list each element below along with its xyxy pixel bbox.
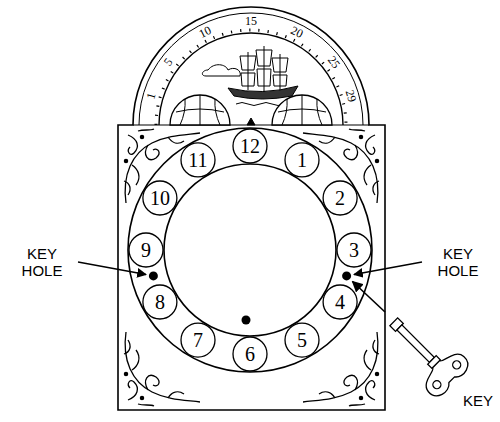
hour-numeral: 8 (143, 292, 177, 312)
lunar-day-number: 10 (191, 21, 218, 42)
hemisphere-grid (278, 95, 326, 125)
key-bow-hole (431, 379, 442, 390)
key-bow (418, 346, 472, 400)
leader-arrow (354, 262, 422, 275)
lunar-day-number: 29 (342, 83, 360, 109)
ship-sail (256, 50, 272, 86)
hour-numeral: 11 (181, 150, 215, 170)
numeral-circle (285, 323, 319, 357)
hemisphere-grid (176, 95, 224, 125)
moon-pointer (247, 118, 255, 125)
ship-sail (240, 56, 256, 86)
dial-plate (118, 7, 385, 410)
cloud (202, 65, 240, 76)
numeral-circle (323, 181, 357, 215)
lunar-day-number: 5 (156, 49, 180, 75)
lunar-day-number: 15 (239, 15, 263, 27)
key-hole (149, 271, 158, 280)
leader-arrow (353, 282, 386, 313)
numeral-circle (143, 285, 177, 319)
numeral-circle (323, 285, 357, 319)
waves (236, 103, 284, 106)
hour-numeral: 7 (181, 330, 215, 350)
winding-key (376, 304, 472, 400)
callout-label: KEY (458, 392, 498, 409)
hour-numeral: 6 (233, 344, 267, 364)
hour-numeral: 10 (143, 188, 177, 208)
lunar-day-number: 1 (142, 83, 160, 109)
hour-numeral: 1 (285, 150, 319, 170)
leader-arrow (78, 262, 146, 275)
key-shaft (397, 325, 434, 362)
chapter-ring-outer (128, 128, 372, 372)
numeral-circle (233, 129, 267, 163)
arch-inner-line (139, 13, 363, 125)
hour-numeral: 2 (323, 188, 357, 208)
moon-aperture (159, 33, 343, 125)
numeral-circle (181, 323, 215, 357)
hemisphere (272, 95, 332, 125)
ship-mast (248, 52, 249, 90)
hour-numeral: 5 (285, 330, 319, 350)
lunar-ticks (156, 30, 346, 125)
hour-numeral: 12 (233, 136, 267, 156)
callout-label: KEY HOLE (426, 245, 490, 280)
hemisphere (170, 95, 230, 125)
key-bow-hole (451, 359, 462, 370)
lunar-day-number: 25 (322, 49, 346, 75)
numeral-circle (337, 233, 371, 267)
numeral-circle (285, 143, 319, 177)
dial-centre (164, 164, 336, 336)
key-hole (342, 271, 351, 280)
numeral-circle (143, 181, 177, 215)
hour-numeral: 4 (323, 292, 357, 312)
callout-label: KEY HOLE (10, 245, 74, 280)
numeral-circle (129, 233, 163, 267)
hour-numeral: 9 (129, 240, 163, 260)
hand-arbor (242, 316, 251, 325)
moon-scene (170, 46, 332, 125)
ship-sail (272, 58, 288, 86)
hour-numeral: 3 (337, 240, 371, 260)
numeral-cartouches (129, 129, 371, 371)
numeral-circle (181, 143, 215, 177)
ship-hull (228, 86, 298, 99)
lunar-day-number: 20 (284, 21, 311, 42)
numeral-circle (233, 337, 267, 371)
